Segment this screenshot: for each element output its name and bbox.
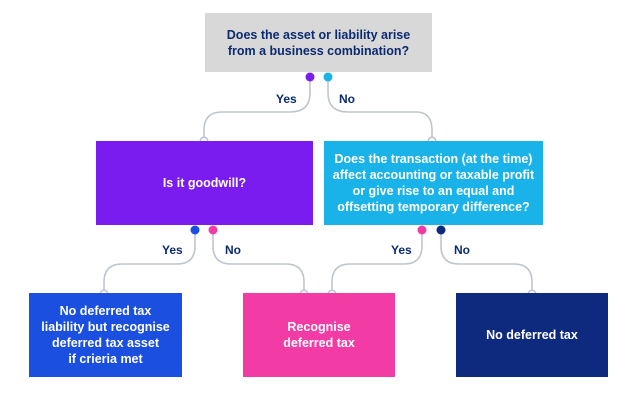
connector-goodwill-yes <box>103 230 196 294</box>
connector-root-no <box>327 77 433 141</box>
result-no-deferred-box: No deferred tax <box>456 293 608 377</box>
root-no-label: No <box>339 92 355 106</box>
dot-goodwill-no <box>208 225 218 235</box>
root-question-box: Does the asset or liability arise from a… <box>205 13 432 72</box>
result-no-liability-box: No deferred tax liability but recognise … <box>29 293 182 377</box>
transaction-question-line1: Does the transaction (at the time) <box>334 152 533 166</box>
root-question-line1: Does the asset or liability arise <box>226 27 411 42</box>
result-recognise-box: Recognise deferred tax <box>243 293 395 377</box>
goodwill-question-box: Is it goodwill? <box>96 141 313 225</box>
connector-root-yes <box>203 77 311 141</box>
transaction-question-line4: offsetting temporary difference? <box>337 200 530 214</box>
transaction-question-box: Does the transaction (at the time) affec… <box>324 141 543 225</box>
transaction-question-line2: affect accounting or taxable profit <box>332 168 535 182</box>
result-no-liability-line1: No deferred tax <box>59 304 152 318</box>
result-recognise-line2: deferred tax <box>283 336 355 350</box>
result-no-liability-line3: deferred tax asset <box>51 336 159 350</box>
transaction-question-line3: or give rise to an equal and <box>352 184 515 198</box>
dot-goodwill-yes <box>190 225 200 235</box>
goodwill-question-line1: Is it goodwill? <box>162 176 247 190</box>
result-no-liability-line2: liability but recognise <box>41 320 170 334</box>
goodwill-yes-label: Yes <box>162 243 183 257</box>
dot-root-no <box>323 72 333 82</box>
result-recognise-line1: Recognise <box>287 320 351 334</box>
root-question-line2: from a business combination? <box>227 43 410 58</box>
connector-goodwill-no <box>212 230 305 293</box>
root-yes-label: Yes <box>276 92 297 106</box>
dot-root-yes <box>305 72 315 82</box>
transaction-yes-label: Yes <box>391 243 412 257</box>
connector-transaction-yes <box>331 230 423 293</box>
goodwill-no-label: No <box>225 243 241 257</box>
result-no-deferred-line1: No deferred tax <box>486 328 578 342</box>
transaction-no-label: No <box>454 243 470 257</box>
result-no-liability-line4: if crieria met <box>68 352 143 366</box>
connector-transaction-no <box>440 230 533 293</box>
dot-transaction-yes <box>417 225 427 235</box>
dot-transaction-no <box>436 225 446 235</box>
